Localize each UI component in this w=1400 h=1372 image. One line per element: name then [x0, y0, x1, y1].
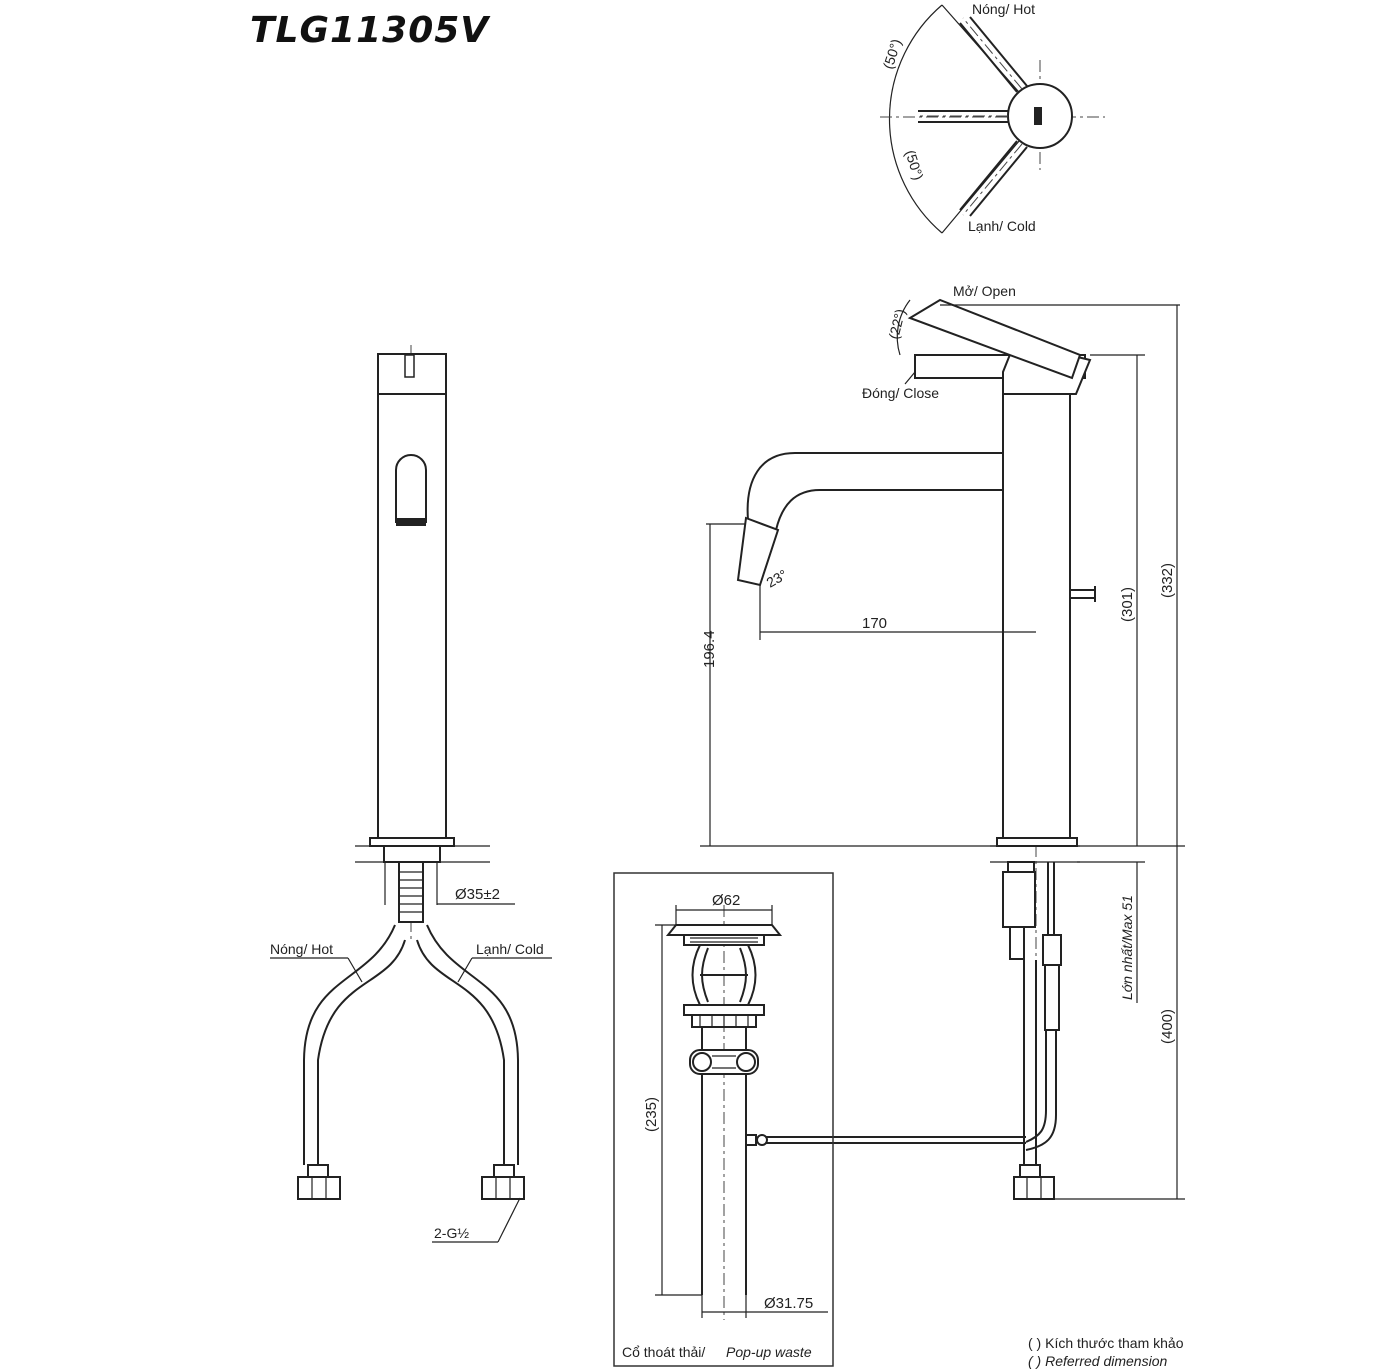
cold-label: Lạnh/ Cold	[968, 218, 1036, 234]
side-view: Mở/ Open Đóng/ Close (22°) 23° 170 196.4…	[700, 283, 1185, 1200]
handle-rotation-view: Nóng/ Hot Lạnh/ Cold (50°) (50°)	[880, 1, 1105, 234]
reach-dimension: 170	[862, 615, 887, 632]
popup-cap	[665, 924, 783, 936]
max-thickness-dimension: Lớn nhất/Max 51	[1119, 895, 1135, 1000]
hot-connector-nut	[297, 1176, 341, 1200]
hose-length-dimension: (400)	[1159, 1009, 1176, 1044]
hot-label: Nóng/ Hot	[972, 1, 1035, 17]
legend-line-en: ( ) Referred dimension	[1028, 1353, 1167, 1369]
popup-waste-frame	[613, 872, 834, 1367]
cold-hose	[416, 939, 505, 1165]
popup-length-dimension: (235)	[643, 1097, 660, 1132]
rotation-arc	[888, 4, 943, 234]
open-label: Mở/ Open	[953, 283, 1016, 299]
mount-hole-dimension: Ø35±2	[455, 886, 500, 903]
popup-diameter-dimension: Ø62	[712, 892, 740, 909]
cold-connector-nut	[481, 1176, 525, 1200]
front-view: Ø35±2 Nóng/ Hot Lạnh/ Cold 2-G½	[270, 345, 552, 1243]
front-body	[377, 393, 447, 839]
connector-label: 2-G½	[434, 1225, 469, 1241]
close-label: Đóng/ Close	[862, 385, 939, 401]
legend: ( ) Kích thước tham khảo ( ) Referred di…	[1028, 1335, 1184, 1369]
total-height-dimension: (332)	[1159, 563, 1176, 598]
popup-caption-en: Pop-up waste	[726, 1344, 812, 1360]
cold-angle-label: (50°)	[902, 148, 927, 182]
lever-angle-label: (22°)	[885, 307, 908, 340]
front-cold-label: Lạnh/ Cold	[476, 941, 544, 957]
front-hot-label: Nóng/ Hot	[270, 941, 333, 957]
legend-line-vi: ( ) Kích thước tham khảo	[1028, 1335, 1184, 1351]
model-title: TLG11305V	[250, 10, 491, 51]
body-height-dimension: (301)	[1119, 587, 1136, 622]
spout-angle-label: 23°	[764, 566, 790, 590]
aerator-window	[395, 454, 427, 523]
spout-height-dimension: 196.4	[701, 630, 718, 668]
side-body	[1002, 393, 1071, 839]
tail-diameter-dimension: Ø31.75	[764, 1295, 813, 1312]
popup-caption-vi: Cổ thoát thải/	[622, 1344, 705, 1360]
hot-angle-label: (50°)	[880, 37, 905, 71]
popup-waste-view: Ø62 (235) Ø31.75 Cổ thoát thải/ Pop-up w…	[613, 872, 834, 1367]
lever-open	[907, 298, 1082, 380]
hot-hose	[317, 939, 406, 1165]
